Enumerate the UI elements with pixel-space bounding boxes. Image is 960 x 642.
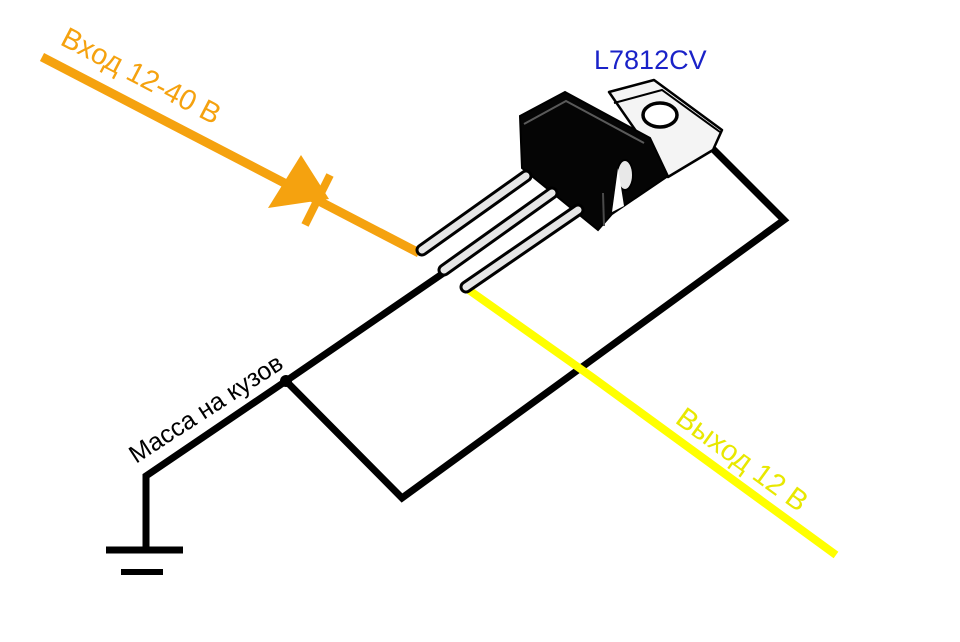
output-voltage-label: Выход 12 В: [670, 402, 814, 519]
diode-icon: [268, 155, 334, 227]
ground-wire: [142, 143, 790, 552]
input-wire: [39, 53, 422, 257]
regulator-pins: [415, 169, 585, 294]
output-wire: [463, 284, 839, 559]
ground-symbol-icon: [106, 546, 183, 575]
part-number-label: L7812CV: [594, 45, 707, 75]
ground-junction-dot: [280, 375, 292, 387]
ground-label: Масса на кузов: [124, 349, 288, 469]
to220-regulator-icon: [415, 78, 724, 294]
